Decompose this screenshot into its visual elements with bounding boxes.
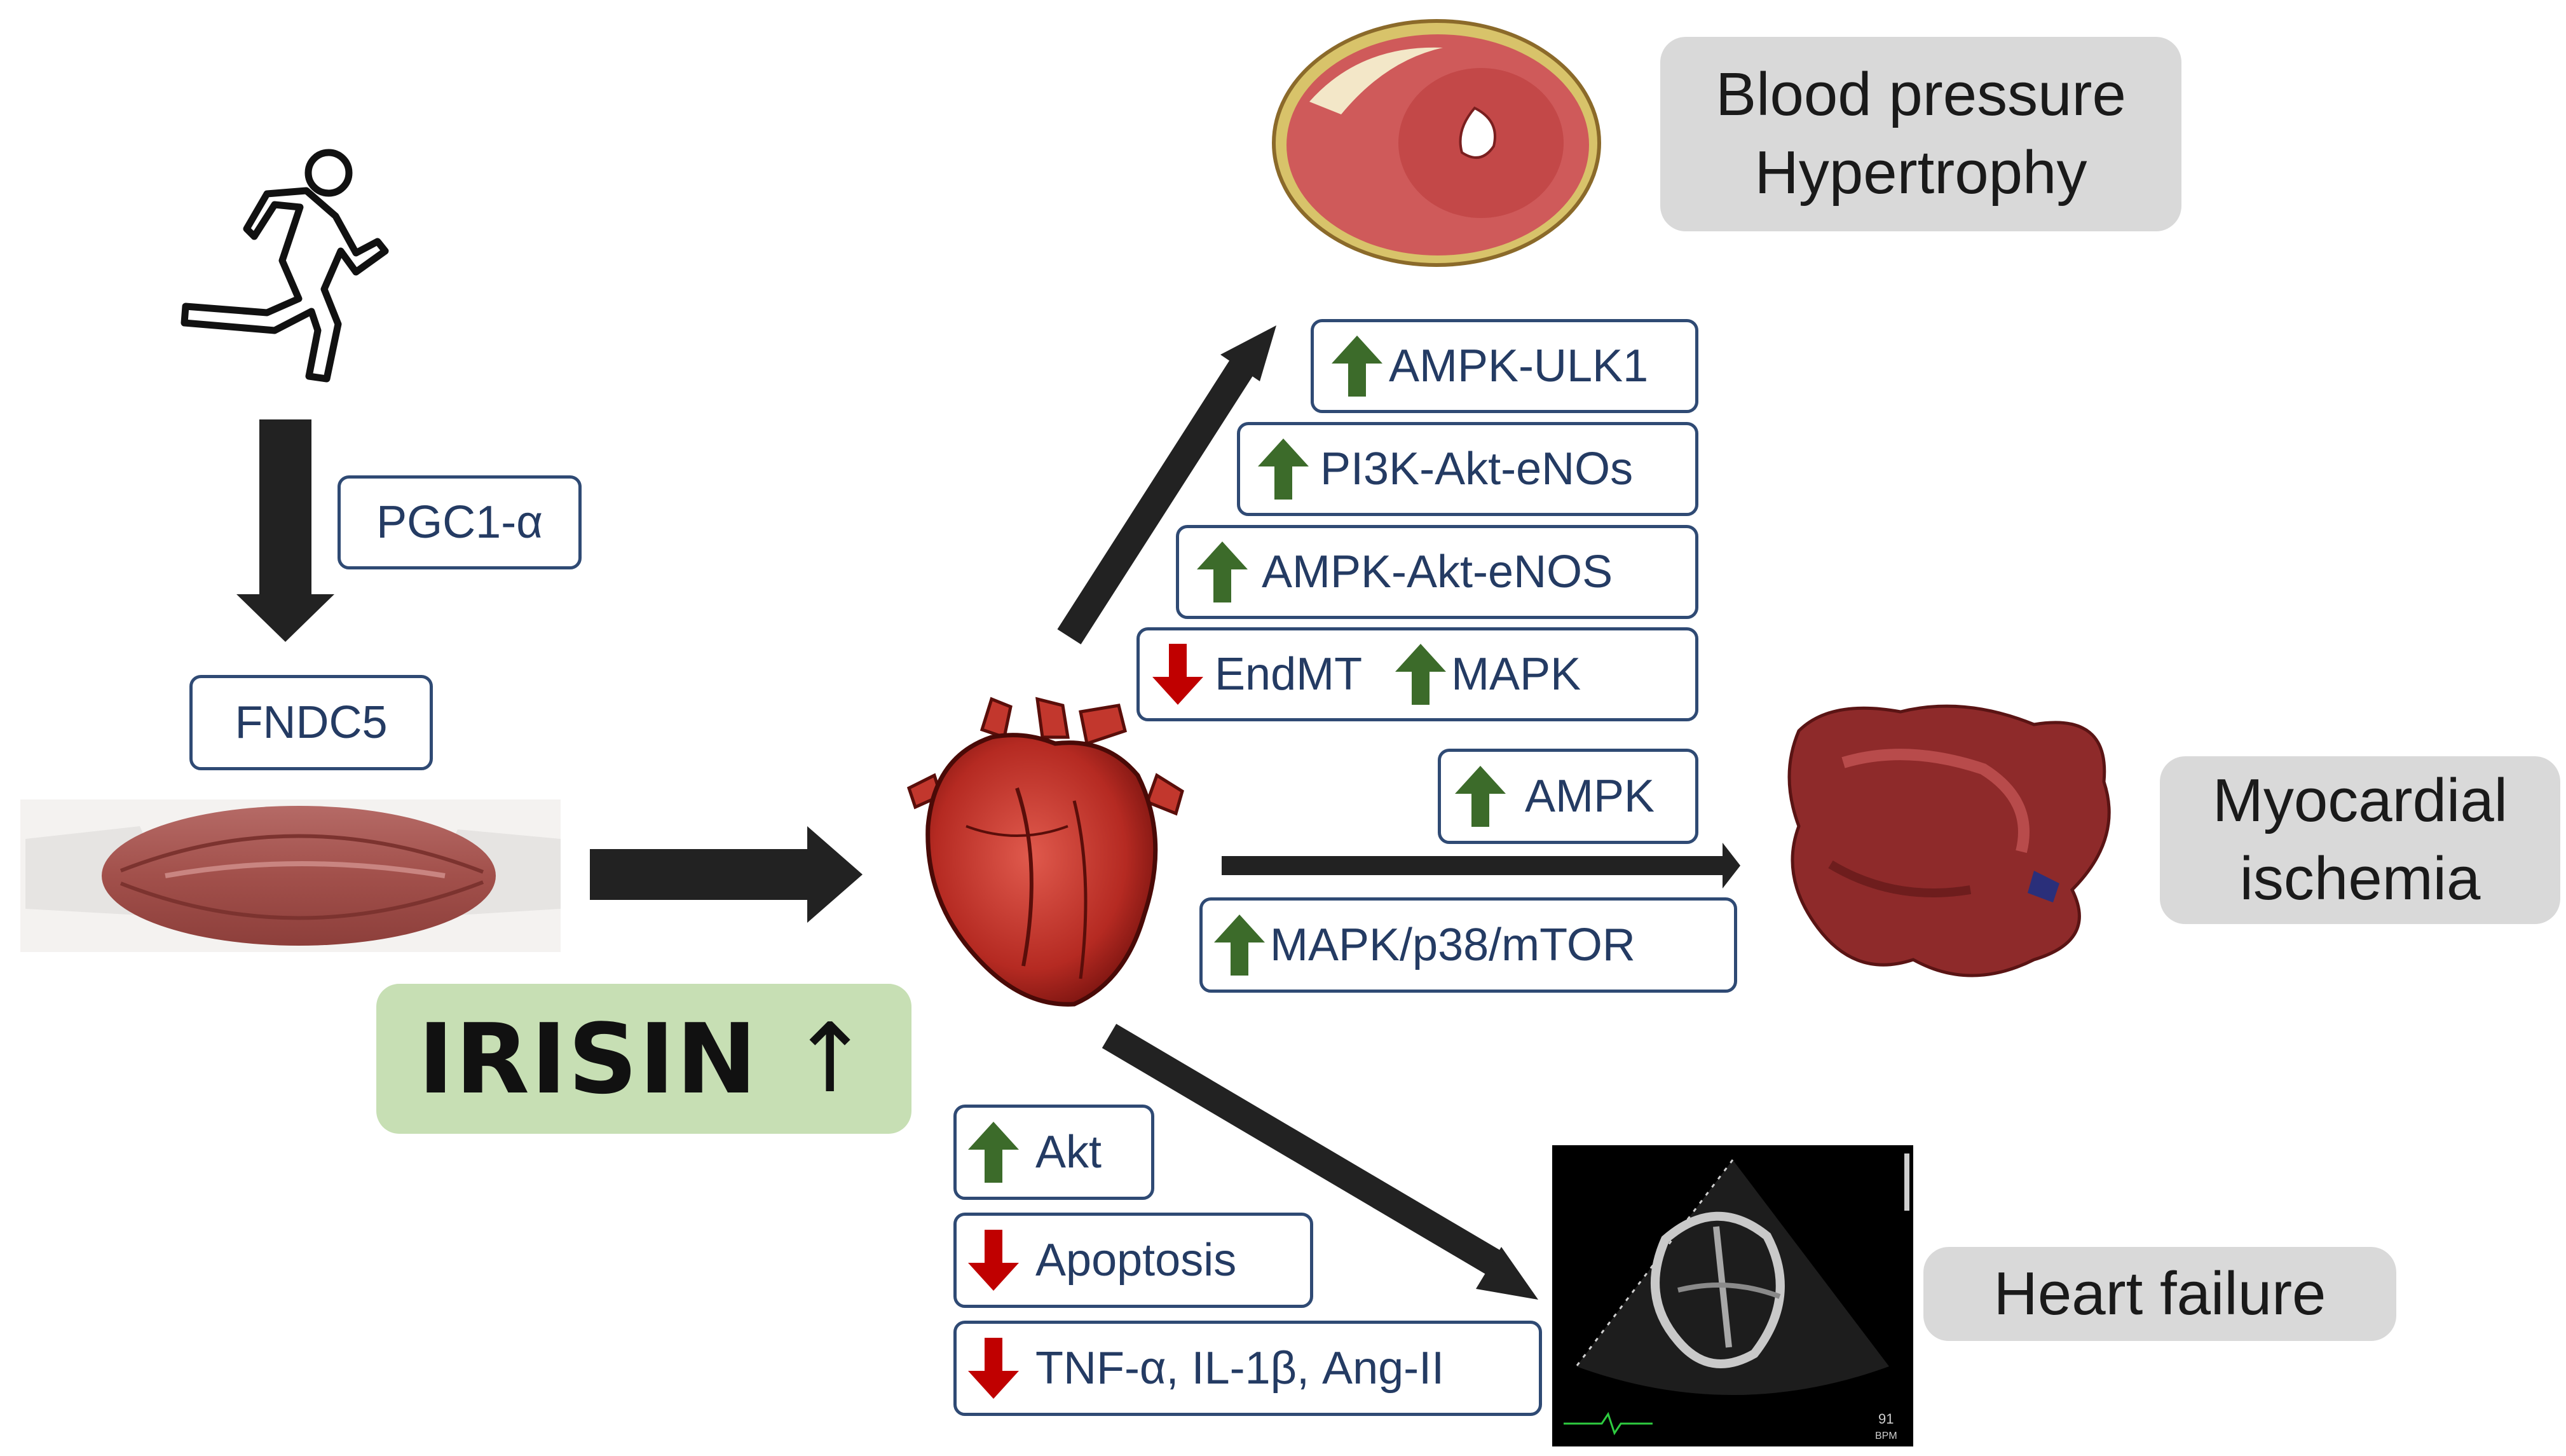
pathway-mapk-p38-mtor-label: MAPK/p38/mTOR bbox=[1270, 920, 1635, 970]
outcome-ischemia-label: Myocardial ischemia bbox=[2212, 766, 2508, 913]
pgc1a-arrow bbox=[236, 419, 334, 642]
pathway-mapk-p38-mtor: MAPK/p38/mTOR bbox=[1199, 897, 1737, 993]
echo-unit: BPM bbox=[1875, 1431, 1897, 1441]
up-arrow-icon bbox=[1214, 915, 1265, 976]
pathway-ampk-akt-enos: AMPK-Akt-eNOS bbox=[1176, 525, 1698, 619]
pathway-endmt-label: EndMT bbox=[1215, 649, 1363, 700]
outcome-hypertension: Blood pressure Hypertrophy bbox=[1660, 37, 2181, 231]
up-arrow-icon bbox=[1395, 644, 1447, 705]
pathway-ampk-akt-enos-label: AMPK-Akt-eNOS bbox=[1262, 547, 1613, 597]
irisin-label: IRISIN bbox=[418, 1002, 758, 1115]
pathway-endmt-mapk: EndMT MAPK bbox=[1136, 627, 1698, 721]
pathway-cytokines: TNF-α, IL-1β, Ang-II bbox=[953, 1321, 1542, 1416]
pathway-ampk: AMPK bbox=[1438, 749, 1698, 844]
down-arrow-icon bbox=[1152, 644, 1203, 705]
pathway-ampk-label: AMPK bbox=[1525, 771, 1655, 822]
pathway-apoptosis-label: Apoptosis bbox=[1035, 1235, 1237, 1286]
heart-to-heart-failure-arrow bbox=[1102, 1024, 1538, 1300]
pathway-mapk-label: MAPK bbox=[1451, 649, 1581, 700]
up-arrow-icon bbox=[968, 1122, 1019, 1183]
fndc5-box: FNDC5 bbox=[189, 675, 433, 770]
pathway-ampk-ulk1: AMPK-ULK1 bbox=[1311, 319, 1698, 413]
outcome-ischemia: Myocardial ischemia bbox=[2160, 756, 2560, 924]
down-arrow-icon bbox=[968, 1230, 1019, 1291]
pathway-cytokines-label: TNF-α, IL-1β, Ang-II bbox=[1035, 1343, 1445, 1394]
pgc1a-label: PGC1-α bbox=[376, 497, 543, 548]
pathway-apoptosis: Apoptosis bbox=[953, 1213, 1313, 1308]
up-arrow-icon bbox=[1455, 766, 1506, 827]
echo-rate: 91 bbox=[1878, 1411, 1894, 1427]
pathway-akt: Akt bbox=[953, 1105, 1154, 1200]
heart-to-hypertrophy-arrow bbox=[1057, 325, 1276, 644]
pathway-pi3k-akt-enos: PI3K-Akt-eNOs bbox=[1237, 422, 1698, 516]
heart-to-ischemia-arrow bbox=[1222, 843, 1740, 888]
pgc1a-box: PGC1-α bbox=[338, 475, 582, 569]
down-arrow-icon bbox=[968, 1338, 1019, 1399]
muscle-to-heart-arrow bbox=[590, 826, 863, 923]
outcome-hypertension-label: Blood pressure Hypertrophy bbox=[1716, 60, 2126, 207]
pathway-akt-label: Akt bbox=[1035, 1127, 1102, 1178]
pathway-ampk-ulk1-label: AMPK-ULK1 bbox=[1389, 341, 1649, 391]
up-arrow-icon bbox=[1332, 336, 1382, 397]
up-arrow-icon bbox=[1258, 439, 1309, 500]
pathway-pi3k-akt-enos-label: PI3K-Akt-eNOs bbox=[1320, 444, 1634, 494]
fndc5-label: FNDC5 bbox=[235, 697, 388, 748]
irisin-badge: IRISIN ↑ bbox=[376, 984, 911, 1134]
outcome-heart-failure: Heart failure bbox=[1923, 1247, 2396, 1341]
irisin-increase-arrow: ↑ bbox=[789, 1004, 870, 1114]
up-arrow-icon bbox=[1197, 541, 1248, 602]
outcome-heart-failure-label: Heart failure bbox=[1993, 1259, 2326, 1328]
